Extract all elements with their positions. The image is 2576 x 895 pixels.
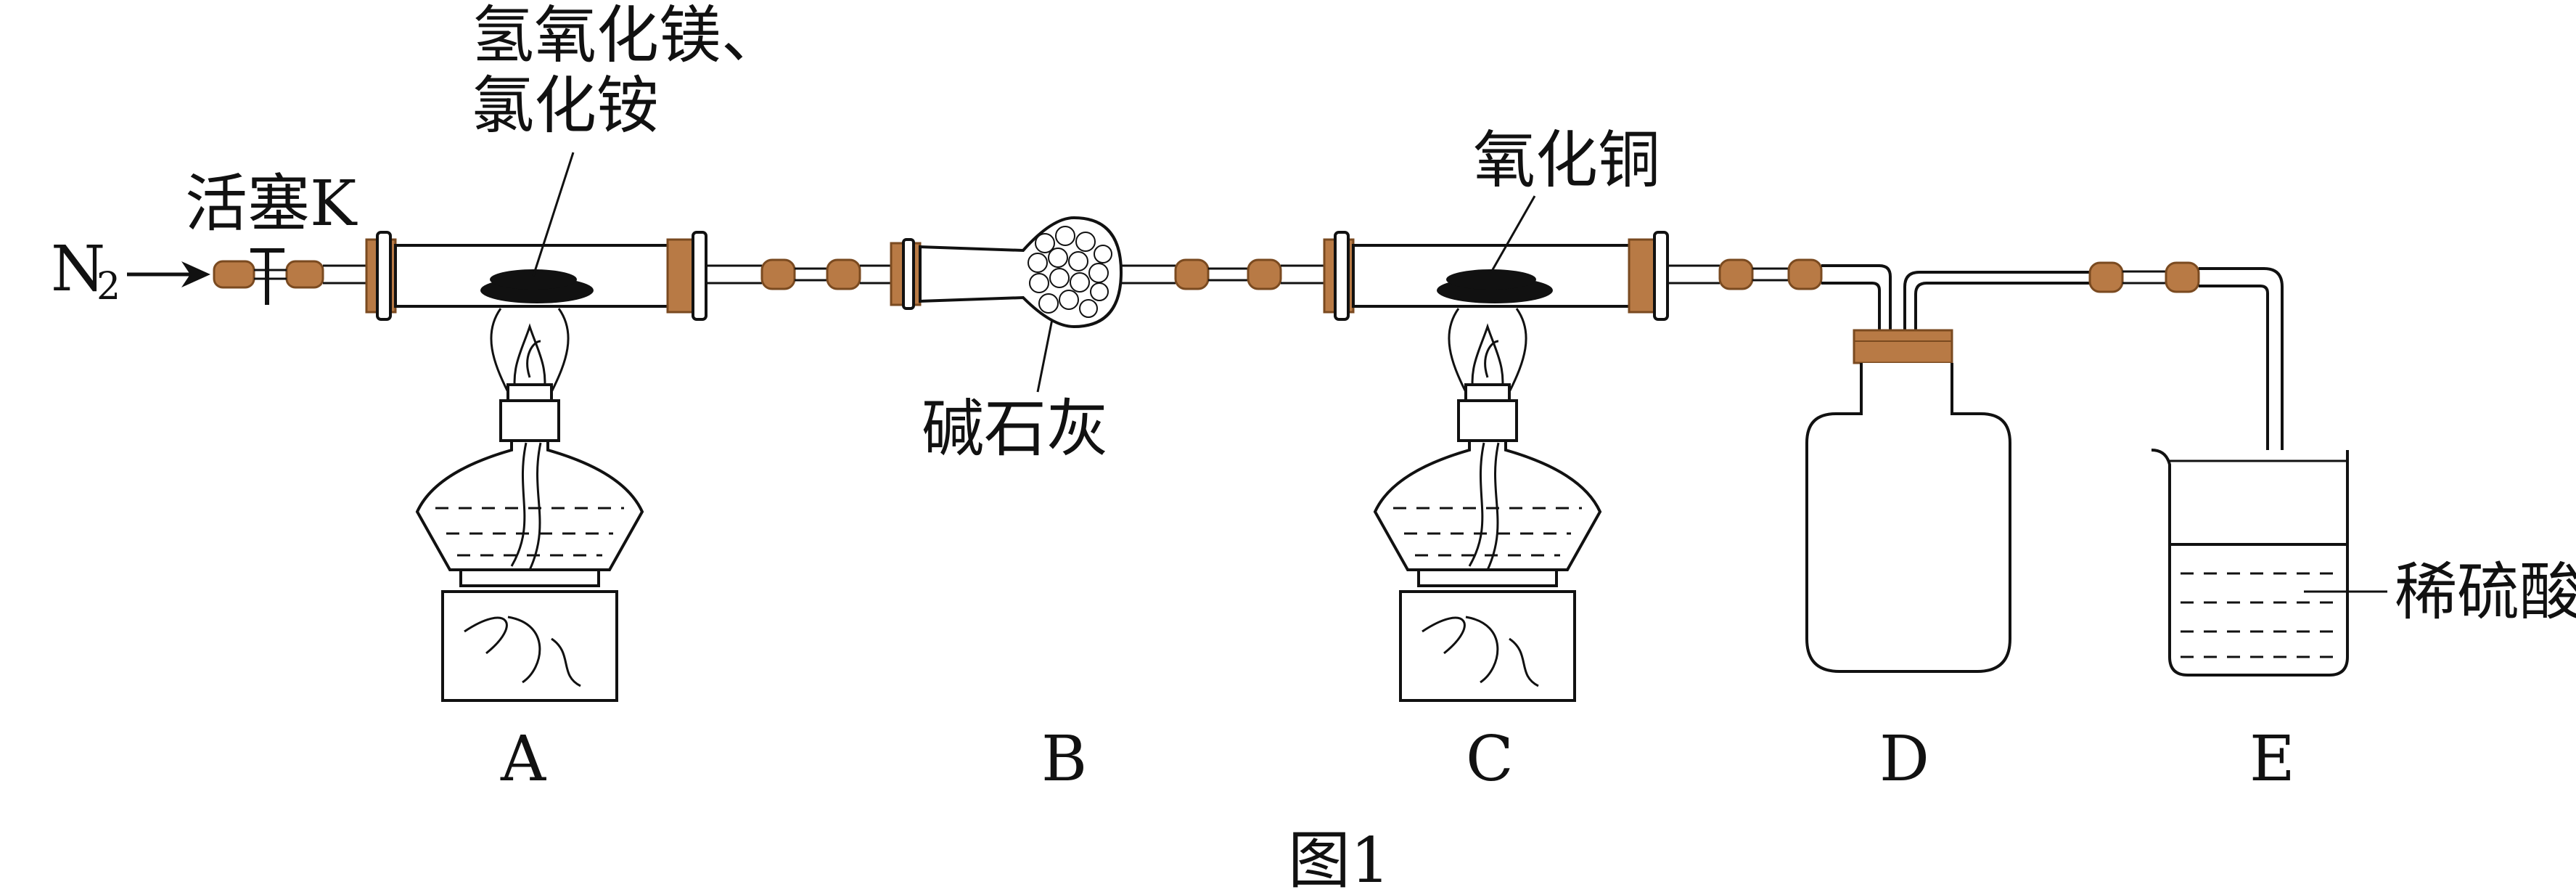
reagent-b-label: 碱石灰 <box>922 393 1109 465</box>
beaker-e <box>2151 449 2349 677</box>
n2-subscript: 2 <box>97 265 120 308</box>
rubber-bc-2 <box>1247 258 1282 290</box>
n2-label: N <box>51 233 105 306</box>
alcohol-lamp-c <box>1373 383 1602 587</box>
bottle-d <box>1805 363 2011 673</box>
rubber-cd-1 <box>1718 258 1754 290</box>
soda-lime-granules <box>1027 226 1112 318</box>
reagent-e-label: 稀硫酸 <box>2395 556 2576 629</box>
flame-a <box>490 308 570 393</box>
stand-a <box>441 590 618 702</box>
n2-inlet: N 2 <box>51 233 210 308</box>
copper-oxide-c <box>1437 269 1553 303</box>
rubber-cd-2 <box>1787 258 1823 290</box>
rubber-ab-1 <box>760 258 796 290</box>
label-c: C <box>1466 723 1514 796</box>
label-b: B <box>1041 723 1087 796</box>
solid-mixture-a <box>480 269 594 303</box>
inlet-rubber-2 <box>285 260 324 289</box>
reagent-a-line1: 氢氧化镁、 <box>472 0 784 72</box>
rubber-de-1 <box>2088 261 2124 293</box>
delivery-tube-outer <box>2199 267 2284 639</box>
figure-caption: 图1 <box>1288 825 1390 895</box>
label-a: A <box>500 723 546 796</box>
rubber-ab-2 <box>826 258 861 290</box>
reagent-c-pointer <box>1490 195 1536 273</box>
wick-c <box>1468 442 1500 571</box>
delivery-tube-inner <box>2199 285 2269 639</box>
flow-arrow-head <box>181 261 210 287</box>
reagent-b-pointer <box>1036 319 1054 393</box>
reagent-a-pointer <box>532 152 575 277</box>
apparatus-c: 氧化铜 C <box>1323 124 1720 796</box>
apparatus-b: 碱石灰 B <box>890 216 1176 796</box>
label-d: D <box>1879 723 1929 796</box>
apparatus-e: 稀硫酸 E <box>2151 267 2576 796</box>
reagent-c-label: 氧化铜 <box>1473 124 1660 197</box>
valve-label: 活塞K <box>185 168 358 240</box>
reagent-a-line2: 氯化铵 <box>472 70 659 142</box>
alcohol-lamp-a <box>415 383 644 587</box>
rubber-bc-1 <box>1174 258 1210 290</box>
wick-a <box>510 442 542 571</box>
flame-c <box>1448 308 1527 393</box>
label-e: E <box>2249 723 2295 796</box>
inlet-rubber <box>213 260 255 289</box>
stand-c <box>1399 590 1576 702</box>
valve-k: 活塞K <box>185 168 366 305</box>
apparatus-a: 氢氧化镁、 氯化铵 A <box>365 0 784 796</box>
stopper-d <box>1853 329 1953 364</box>
apparatus-d: D <box>1805 271 2090 796</box>
rubber-de-2 <box>2165 261 2200 293</box>
